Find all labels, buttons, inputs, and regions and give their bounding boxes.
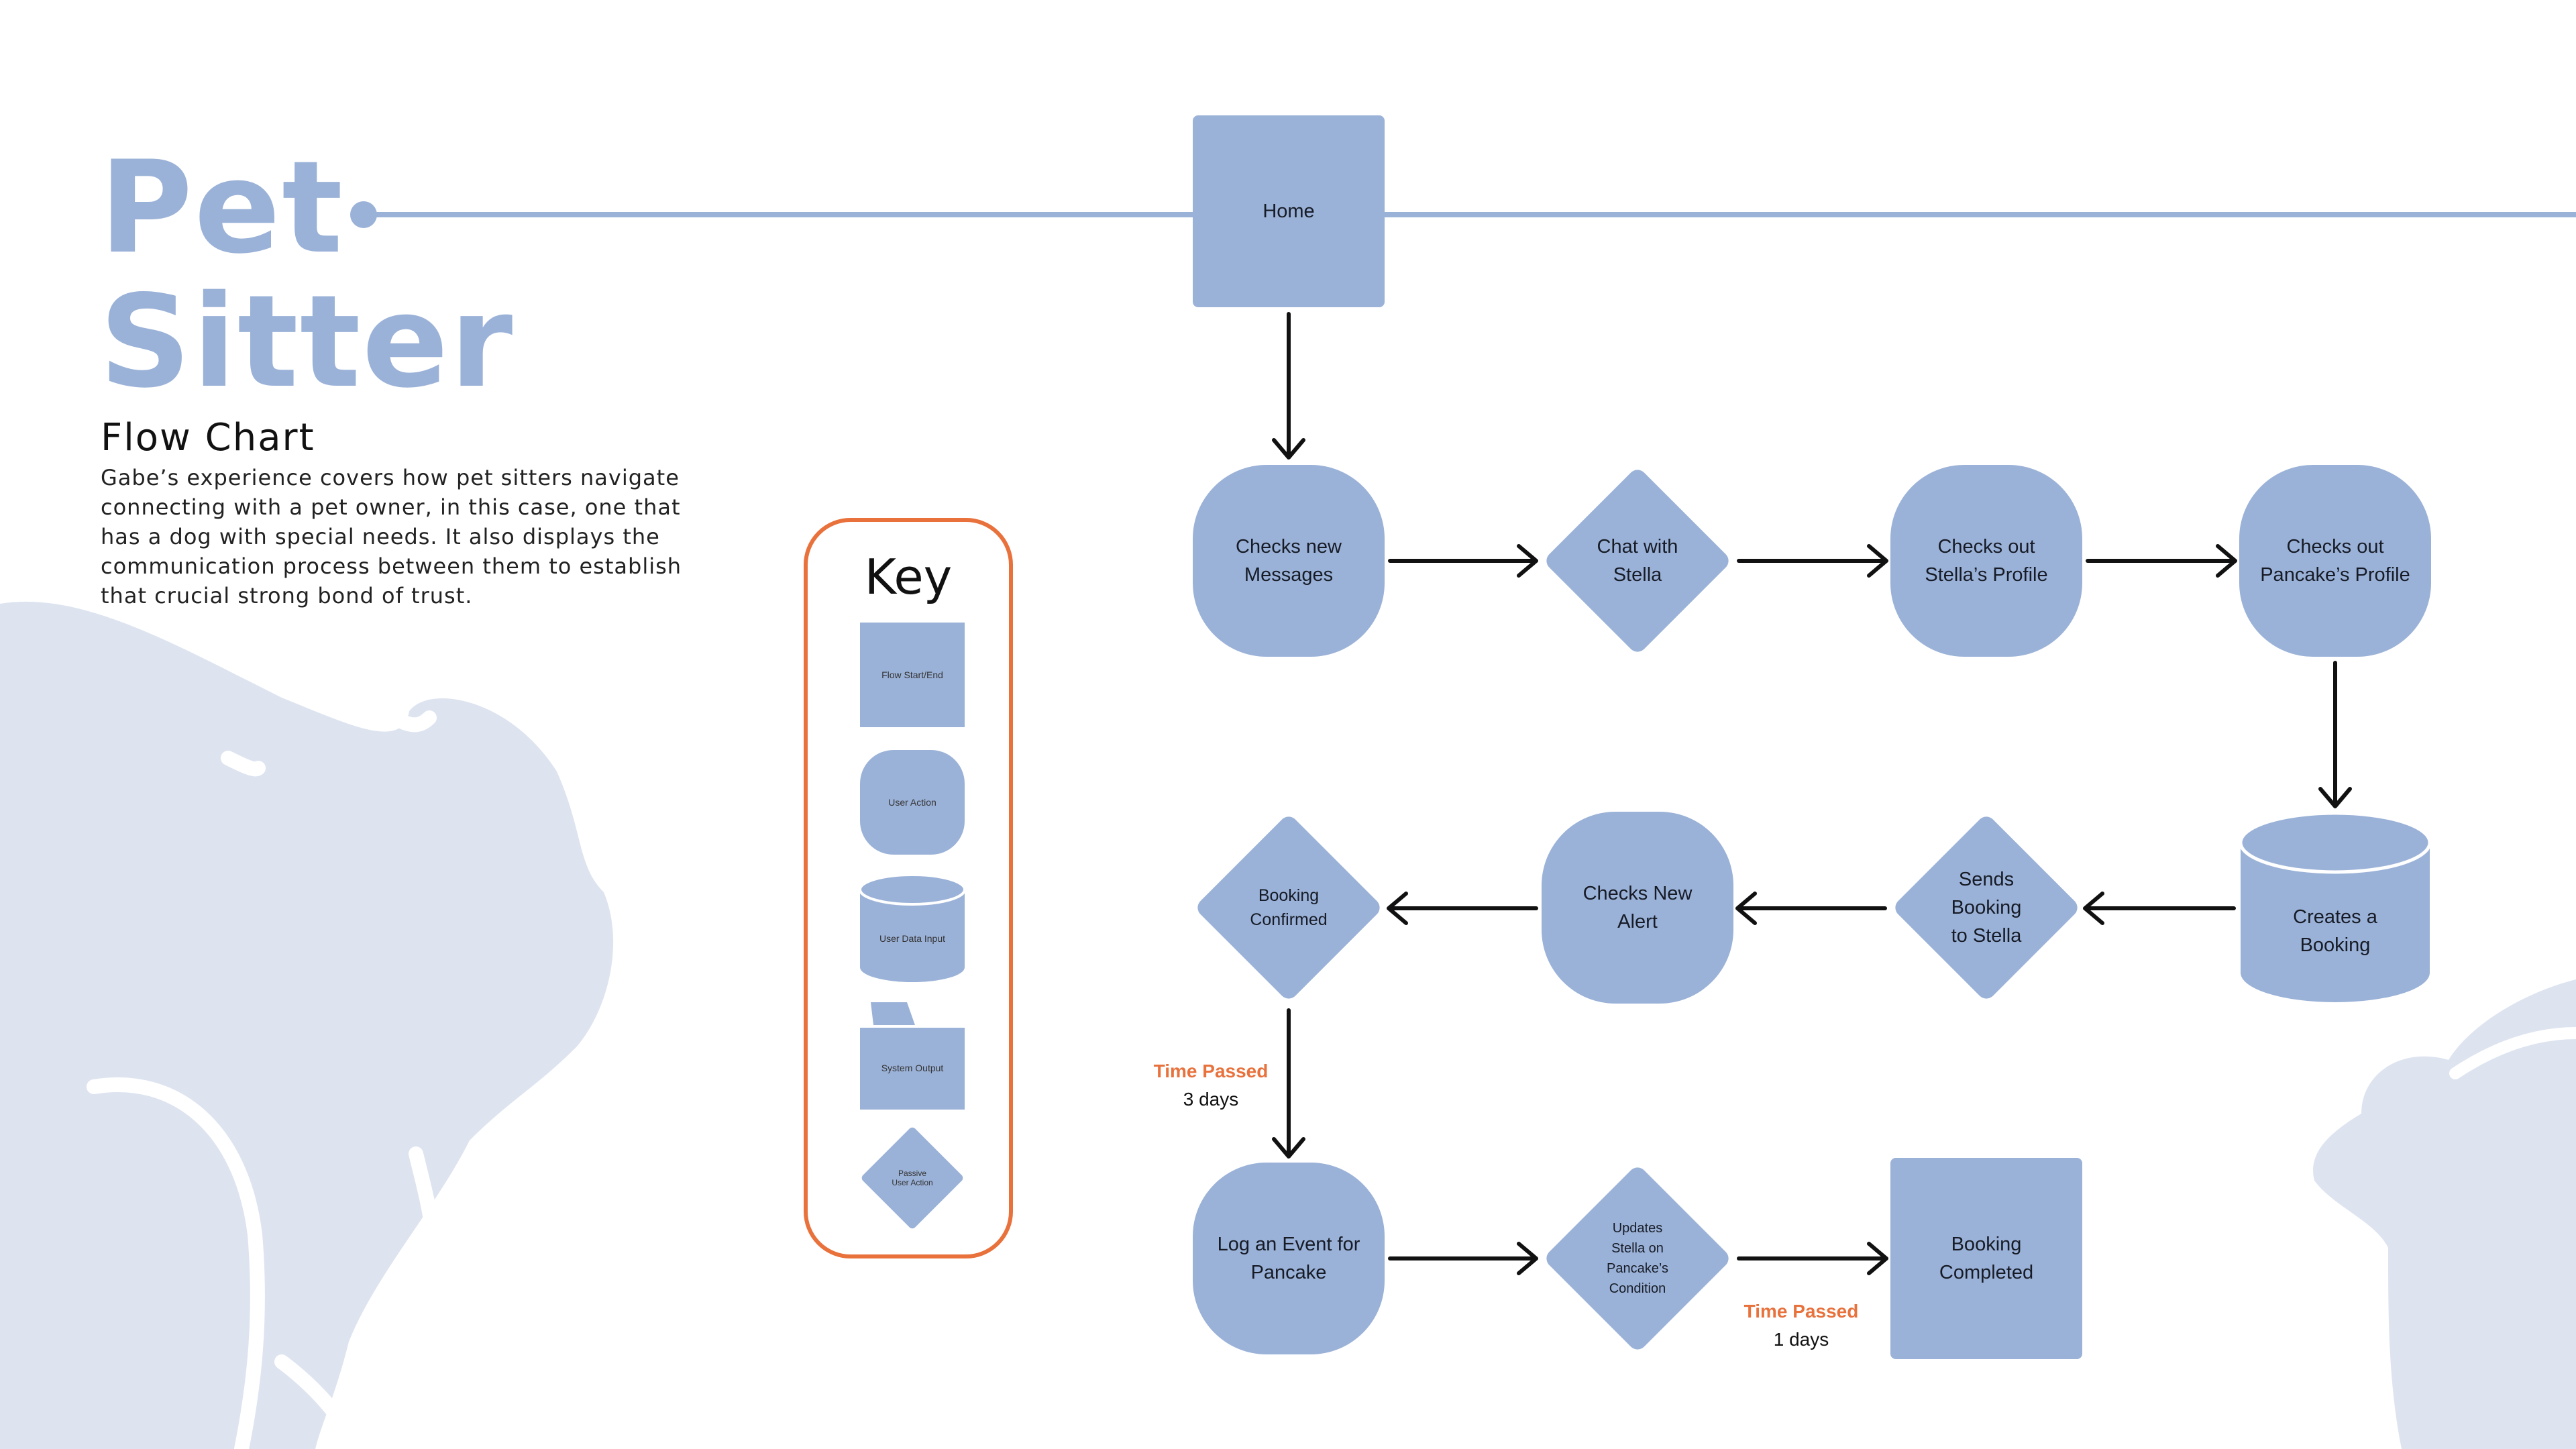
node-booking-completed: Booking Completed	[1890, 1158, 2082, 1359]
node-label: Checks out Pancake’s Profile	[2260, 536, 2410, 586]
header-connector	[350, 201, 2576, 228]
title-line-2: Sitter	[99, 268, 515, 416]
cylinder-shape	[2239, 812, 2431, 1002]
arrow-alert-to-confirmed	[1387, 892, 1538, 925]
page-description: Gabe’s experience covers how pet sitters…	[101, 465, 682, 608]
legend-label: System Output	[881, 1063, 944, 1073]
legend-item-flow-start-end: Flow Start/End	[860, 623, 965, 727]
arrow-sends-to-alert	[1735, 892, 1887, 925]
node-checks-stella-profile: Checks out Stella’s Profile	[1890, 465, 2082, 657]
arrow-stella-to-pancake-profile	[2086, 544, 2237, 578]
node-updates-stella: Updates Stella on Pancake’s Condition	[1542, 1163, 1733, 1354]
arrow-messages-to-chat	[1388, 544, 1538, 578]
node-label: Updates Stella on Pancake’s Condition	[1607, 1221, 1668, 1296]
rabbit-silhouette-right	[2313, 979, 2576, 1449]
legend-label: Passive User Action	[892, 1169, 933, 1187]
page-title: Pet Sitter	[99, 141, 514, 409]
legend-key: Key Flow Start/End User Action User Data…	[804, 518, 1013, 1258]
time-passed-note-2: Time Passed 1 days	[1717, 1297, 1885, 1354]
arrow-pancake-to-booking	[2318, 661, 2352, 808]
legend-label: User Action	[888, 797, 936, 808]
node-checks-new-messages: Checks new Messages	[1193, 465, 1385, 657]
node-chat-with-stella: Chat with Stella	[1542, 465, 1733, 657]
time-passed-note-1: Time Passed 3 days	[1127, 1057, 1295, 1114]
node-home: Home	[1193, 115, 1385, 307]
legend-label: Flow Start/End	[881, 669, 943, 680]
node-label: Log an Event for Pancake	[1217, 1234, 1360, 1283]
flow-arrows	[1272, 312, 2352, 1275]
time-passed-label: Time Passed	[1153, 1061, 1269, 1081]
node-label: Home	[1263, 201, 1315, 222]
node-booking-confirmed: Booking Confirmed	[1193, 812, 1385, 1004]
rabbit-outline-right	[2449, 1027, 2576, 1079]
node-label: Checks new Messages	[1236, 536, 1342, 586]
node-label: Chat with Stella	[1597, 536, 1678, 586]
node-label: Sends Booking to Stella	[1951, 869, 2022, 947]
legend-item-user-action: User Action	[860, 750, 965, 855]
time-passed-label: Time Passed	[1743, 1301, 1859, 1322]
node-sends-booking: Sends Booking to Stella	[1890, 812, 2082, 1004]
title-line-1: Pet	[99, 133, 344, 282]
legend-item-system-output: System Output	[860, 1002, 965, 1110]
legend-item-passive-user-action: Passive User Action	[860, 1126, 965, 1230]
arrow-chat-to-stella-profile	[1737, 544, 1888, 578]
legend-title: Key	[864, 549, 953, 605]
node-label: Checks out Stella’s Profile	[1925, 536, 2048, 586]
page-subtitle: Flow Chart	[101, 416, 315, 460]
node-checks-new-alert: Checks New Alert	[1542, 812, 1733, 1004]
folder-icon	[860, 1002, 965, 1110]
time-passed-value: 3 days	[1183, 1089, 1239, 1110]
arrow-log-to-updates	[1388, 1242, 1538, 1275]
node-label: Booking Completed	[1939, 1234, 2034, 1283]
arrow-home-to-messages	[1272, 312, 1305, 460]
cylinder-icon	[860, 875, 965, 982]
node-checks-pancake-profile: Checks out Pancake’s Profile	[2239, 465, 2431, 657]
legend-label: User Data Input	[879, 933, 946, 944]
node-label: Creates a Booking	[2293, 906, 2377, 956]
node-label: Booking Confirmed	[1250, 886, 1328, 929]
legend-item-user-data-input: User Data Input	[860, 875, 965, 982]
time-passed-value: 1 days	[1773, 1329, 1829, 1350]
node-creates-booking: Creates a Booking	[2239, 812, 2431, 1004]
node-log-event: Log an Event for Pancake	[1193, 1163, 1385, 1354]
arrow-confirmed-to-log	[1272, 1008, 1305, 1159]
node-label: Checks New Alert	[1582, 883, 1693, 932]
arrow-updates-to-completed	[1737, 1242, 1888, 1275]
arrow-booking-to-sends	[2083, 892, 2236, 925]
rabbit-silhouette-left	[0, 601, 614, 1449]
rabbit-outline-left	[87, 697, 439, 1449]
